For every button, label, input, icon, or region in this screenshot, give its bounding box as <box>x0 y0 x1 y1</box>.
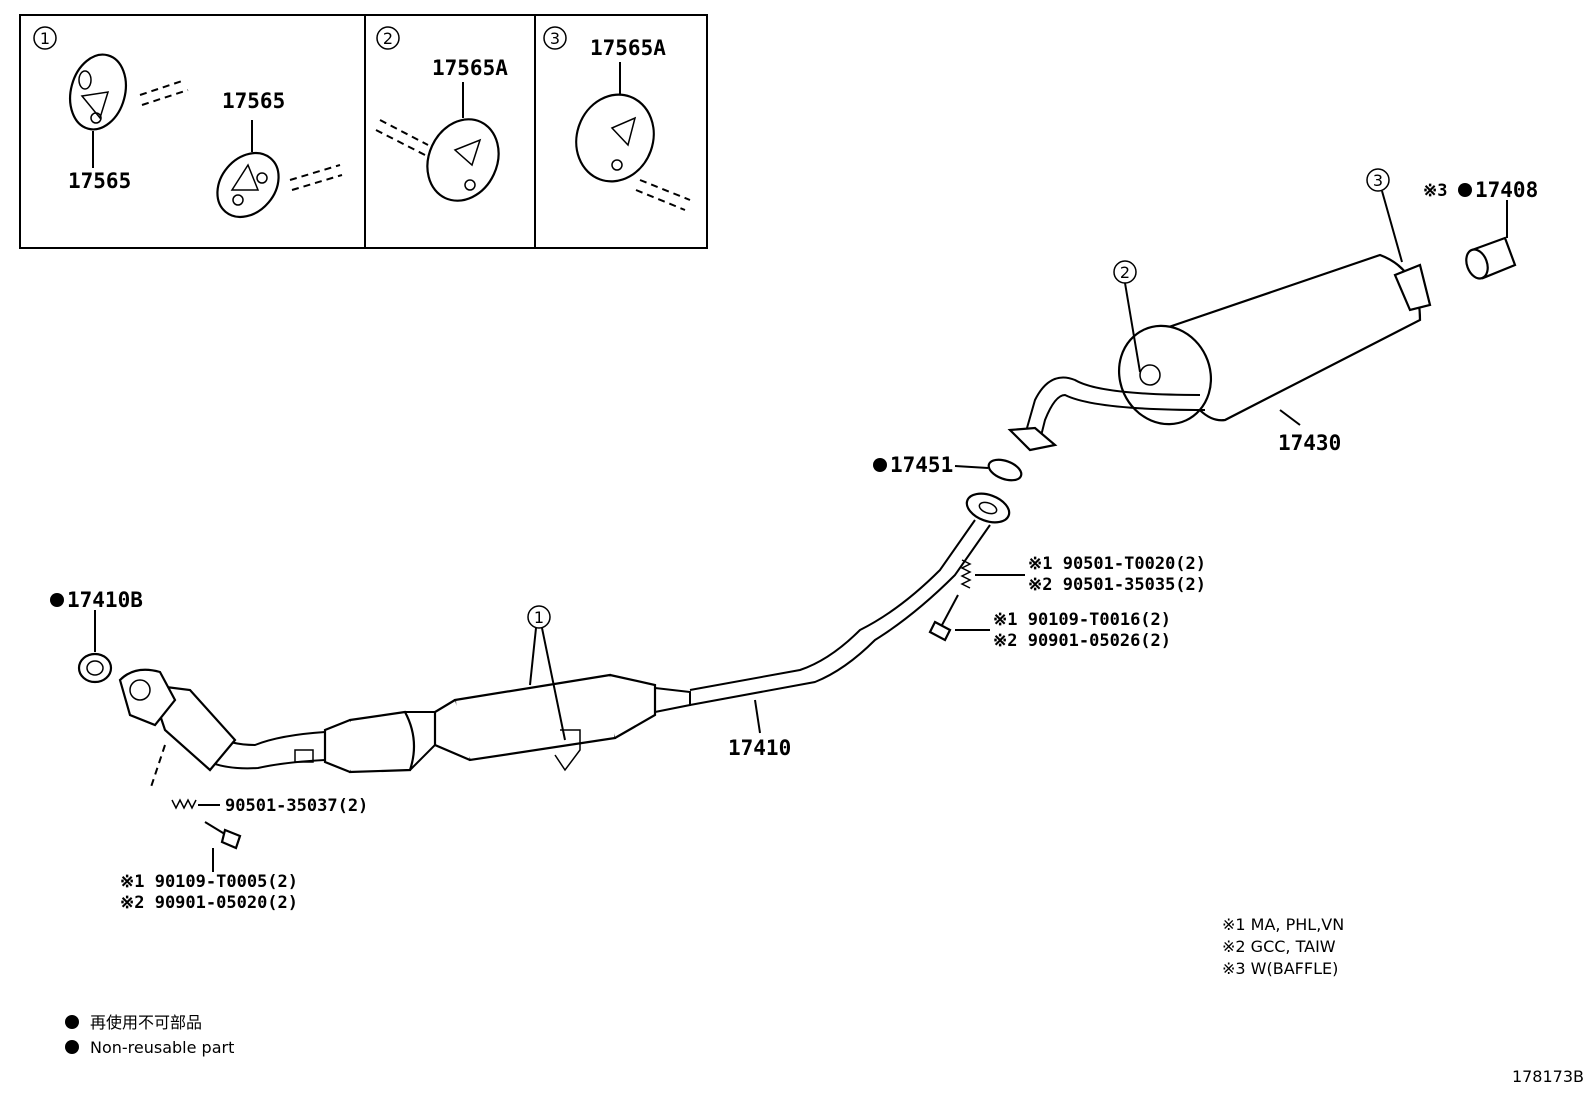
non-reusable-dot-icon <box>65 1040 79 1054</box>
bolt-left-line-1: ※1 90109-T0005(2) <box>120 872 298 892</box>
inset-box-1-circle: 1 <box>40 29 50 48</box>
non-reusable-dot-icon <box>50 593 64 607</box>
bolt-right-line-1: ※1 90109-T0016(2) <box>993 610 1171 630</box>
inset-box-2-label: 17565A <box>432 56 508 80</box>
hanger-rubber-icon <box>216 151 280 219</box>
inset-box-2: 2 17565A <box>375 26 508 202</box>
inset-box-1: 1 17565 17565 <box>33 26 343 219</box>
diagram-id: 178173B <box>1512 1067 1584 1086</box>
tail-pipe-tip <box>1465 236 1517 280</box>
inset-box-1-label-a: 17565 <box>68 169 131 193</box>
note-3: ※3 W(BAFFLE) <box>1222 959 1338 978</box>
inset-box-3-label: 17565A <box>590 36 666 60</box>
legend-jp: 再使用不可部品 <box>90 1013 202 1032</box>
note-2: ※2 GCC, TAIW <box>1222 937 1336 956</box>
inset-box-3-circle: 3 <box>550 29 560 48</box>
non-reusable-dot-icon <box>65 1015 79 1029</box>
legend-en: Non-reusable part <box>90 1038 234 1057</box>
spring-right-icon <box>960 559 972 589</box>
hanger-rubber-icon <box>69 53 127 131</box>
spring-right-line-2: ※2 90501-35035(2) <box>1028 575 1206 595</box>
tail-pipe-tip-label: 17408 <box>1475 178 1538 202</box>
note-1: ※1 MA, PHL,VN <box>1222 915 1344 934</box>
inset-panel <box>19 14 708 249</box>
inset-box-1-label-b: 17565 <box>222 89 285 113</box>
muffler-hanger-rear-circle: 3 <box>1373 171 1383 190</box>
bolt-left-icon <box>204 821 242 850</box>
bolt-left-line-2: ※2 90901-05020(2) <box>120 893 298 913</box>
front-pipe <box>118 492 1011 774</box>
spring-left-icon <box>171 798 197 810</box>
front-pipe-label: 17410 <box>728 736 791 760</box>
tail-muffler-label: 17430 <box>1278 431 1341 455</box>
non-reusable-dot-icon <box>1458 183 1472 197</box>
spring-left-label: 90501-35037(2) <box>225 796 368 816</box>
inset-box-2-circle: 2 <box>383 29 393 48</box>
bolt-right-icon <box>928 594 959 642</box>
hanger-rubber-icon <box>426 118 500 202</box>
bolt-right-line-2: ※2 90901-05026(2) <box>993 631 1171 651</box>
tail-muffler <box>1007 253 1432 452</box>
gasket-front <box>77 652 113 684</box>
non-reusable-dot-icon <box>873 458 887 472</box>
gasket-rear <box>987 458 1023 482</box>
inset-box-3: 3 17565A <box>543 26 691 211</box>
gasket-front-label: 17410B <box>67 588 143 612</box>
gasket-rear-label: 17451 <box>890 453 953 477</box>
hanger-rubber-icon <box>575 93 655 183</box>
pipe-hanger-circle: 1 <box>534 608 544 627</box>
tail-pipe-tip-mark: ※3 <box>1423 181 1447 201</box>
spring-right-line-1: ※1 90501-T0020(2) <box>1028 554 1206 574</box>
muffler-hanger-front-circle: 2 <box>1120 263 1130 282</box>
